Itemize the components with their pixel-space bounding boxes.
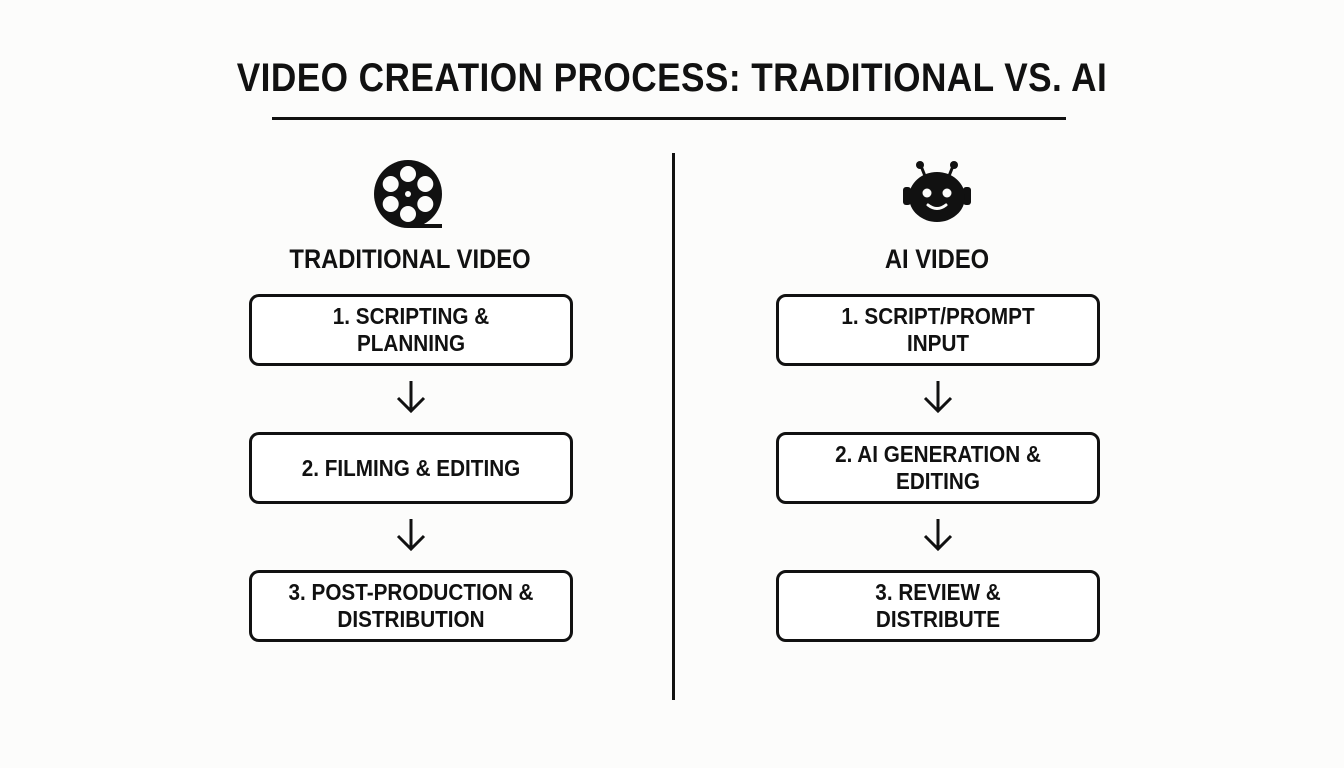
- page-title: VIDEO CREATION PROCESS: TRADITIONAL VS. …: [236, 56, 1108, 100]
- film-reel-icon: [374, 160, 442, 228]
- ai-step-2: 2. AI GENERATION & EDITING: [776, 432, 1100, 504]
- ai-step-1: 1. SCRIPT/PROMPT INPUT: [776, 294, 1100, 366]
- title-underline: [272, 117, 1066, 120]
- step-label: 1. SCRIPTING & PLANNING: [332, 303, 490, 356]
- traditional-heading: TRADITIONAL VIDEO: [289, 244, 531, 274]
- robot-icon: [903, 161, 971, 222]
- arrow-down-icon: [923, 519, 953, 552]
- ai-step-3: 3. REVIEW & DISTRIBUTE: [776, 570, 1100, 642]
- traditional-step-3: 3. POST-PRODUCTION & DISTRIBUTION: [249, 570, 573, 642]
- step-label: 3. REVIEW & DISTRIBUTE: [875, 579, 1001, 632]
- traditional-step-1: 1. SCRIPTING & PLANNING: [249, 294, 573, 366]
- step-label: 1. SCRIPT/PROMPT INPUT: [841, 303, 1035, 356]
- arrow-down-icon: [396, 519, 426, 552]
- arrow-down-icon: [923, 381, 953, 414]
- arrow-down-icon: [396, 381, 426, 414]
- traditional-step-2: 2. FILMING & EDITING: [249, 432, 573, 504]
- ai-heading: AI VIDEO: [884, 244, 990, 274]
- column-divider: [672, 153, 675, 700]
- step-label: 3. POST-PRODUCTION & DISTRIBUTION: [288, 579, 534, 632]
- step-label: 2. AI GENERATION & EDITING: [835, 441, 1041, 494]
- step-label: 2. FILMING & EDITING: [301, 454, 521, 481]
